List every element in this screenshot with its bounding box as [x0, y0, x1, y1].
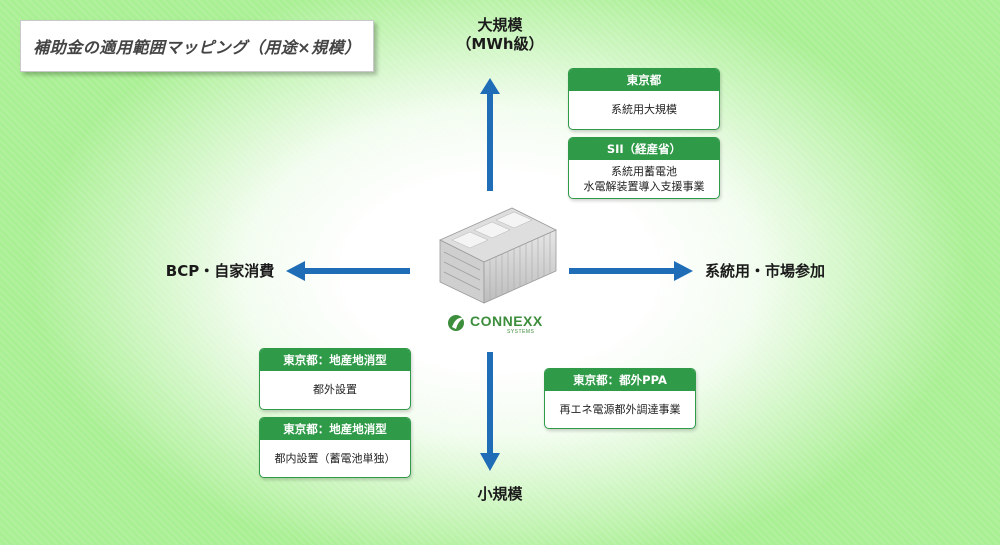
axis-label-top-line1: 大規模	[477, 16, 523, 34]
connexx-logo: CONNEXX SYSTEMS	[446, 310, 556, 340]
card-body-line: 系統用蓄電池	[611, 164, 677, 178]
card-header: 東京都：地産地消型	[260, 349, 410, 371]
card-body: 都外設置	[260, 371, 410, 408]
card-header: 東京都：地産地消型	[260, 418, 410, 440]
battery-container-illustration	[439, 207, 557, 304]
axis-label-left: BCP・自家消費	[165, 262, 275, 280]
arrow-left	[286, 261, 410, 281]
card-body: 再エネ電源都外調達事業	[545, 391, 695, 427]
card-header: 東京都：都外PPA	[545, 369, 695, 391]
card-body-line: 再エネ電源都外調達事業	[559, 402, 681, 416]
subsidy-card-tokyo-local-outside: 東京都：地産地消型 都外設置	[259, 348, 411, 410]
axis-label-top: 大規模 （MWh級）	[430, 16, 570, 54]
connexx-logo-mark	[448, 315, 464, 331]
subsidy-card-tokyo-large: 東京都 系統用大規模	[568, 68, 720, 130]
card-body-line: 都内設置（蓄電池単独）	[274, 451, 396, 465]
axis-label-bottom: 小規模	[477, 485, 523, 503]
card-body-line: 系統用大規模	[611, 103, 677, 116]
card-body-line: 水電解装置導入支援事業	[583, 179, 705, 193]
card-body: 系統用蓄電池 水電解装置導入支援事業	[569, 160, 719, 197]
arrow-up	[480, 78, 500, 191]
card-body: 系統用大規模	[569, 91, 719, 128]
axis-label-top-line2: （MWh級）	[456, 35, 544, 53]
axis-label-right: 系統用・市場参加	[705, 262, 826, 280]
card-header: SII（経産省）	[569, 138, 719, 160]
arrow-right	[569, 261, 693, 281]
arrow-down	[480, 352, 500, 471]
subsidy-card-tokyo-ppa: 東京都：都外PPA 再エネ電源都外調達事業	[544, 368, 696, 429]
card-body: 都内設置（蓄電池単独）	[260, 440, 410, 476]
logo-name: CONNEXX	[470, 313, 543, 329]
subsidy-card-tokyo-local-inside: 東京都：地産地消型 都内設置（蓄電池単独）	[259, 417, 411, 478]
card-body-line: 都外設置	[313, 383, 357, 396]
page-title: 補助金の適用範囲マッピング（用途×規模）	[20, 20, 374, 72]
card-header: 東京都	[569, 69, 719, 91]
logo-sub: SYSTEMS	[507, 329, 535, 335]
subsidy-card-sii: SII（経産省） 系統用蓄電池 水電解装置導入支援事業	[568, 137, 720, 199]
